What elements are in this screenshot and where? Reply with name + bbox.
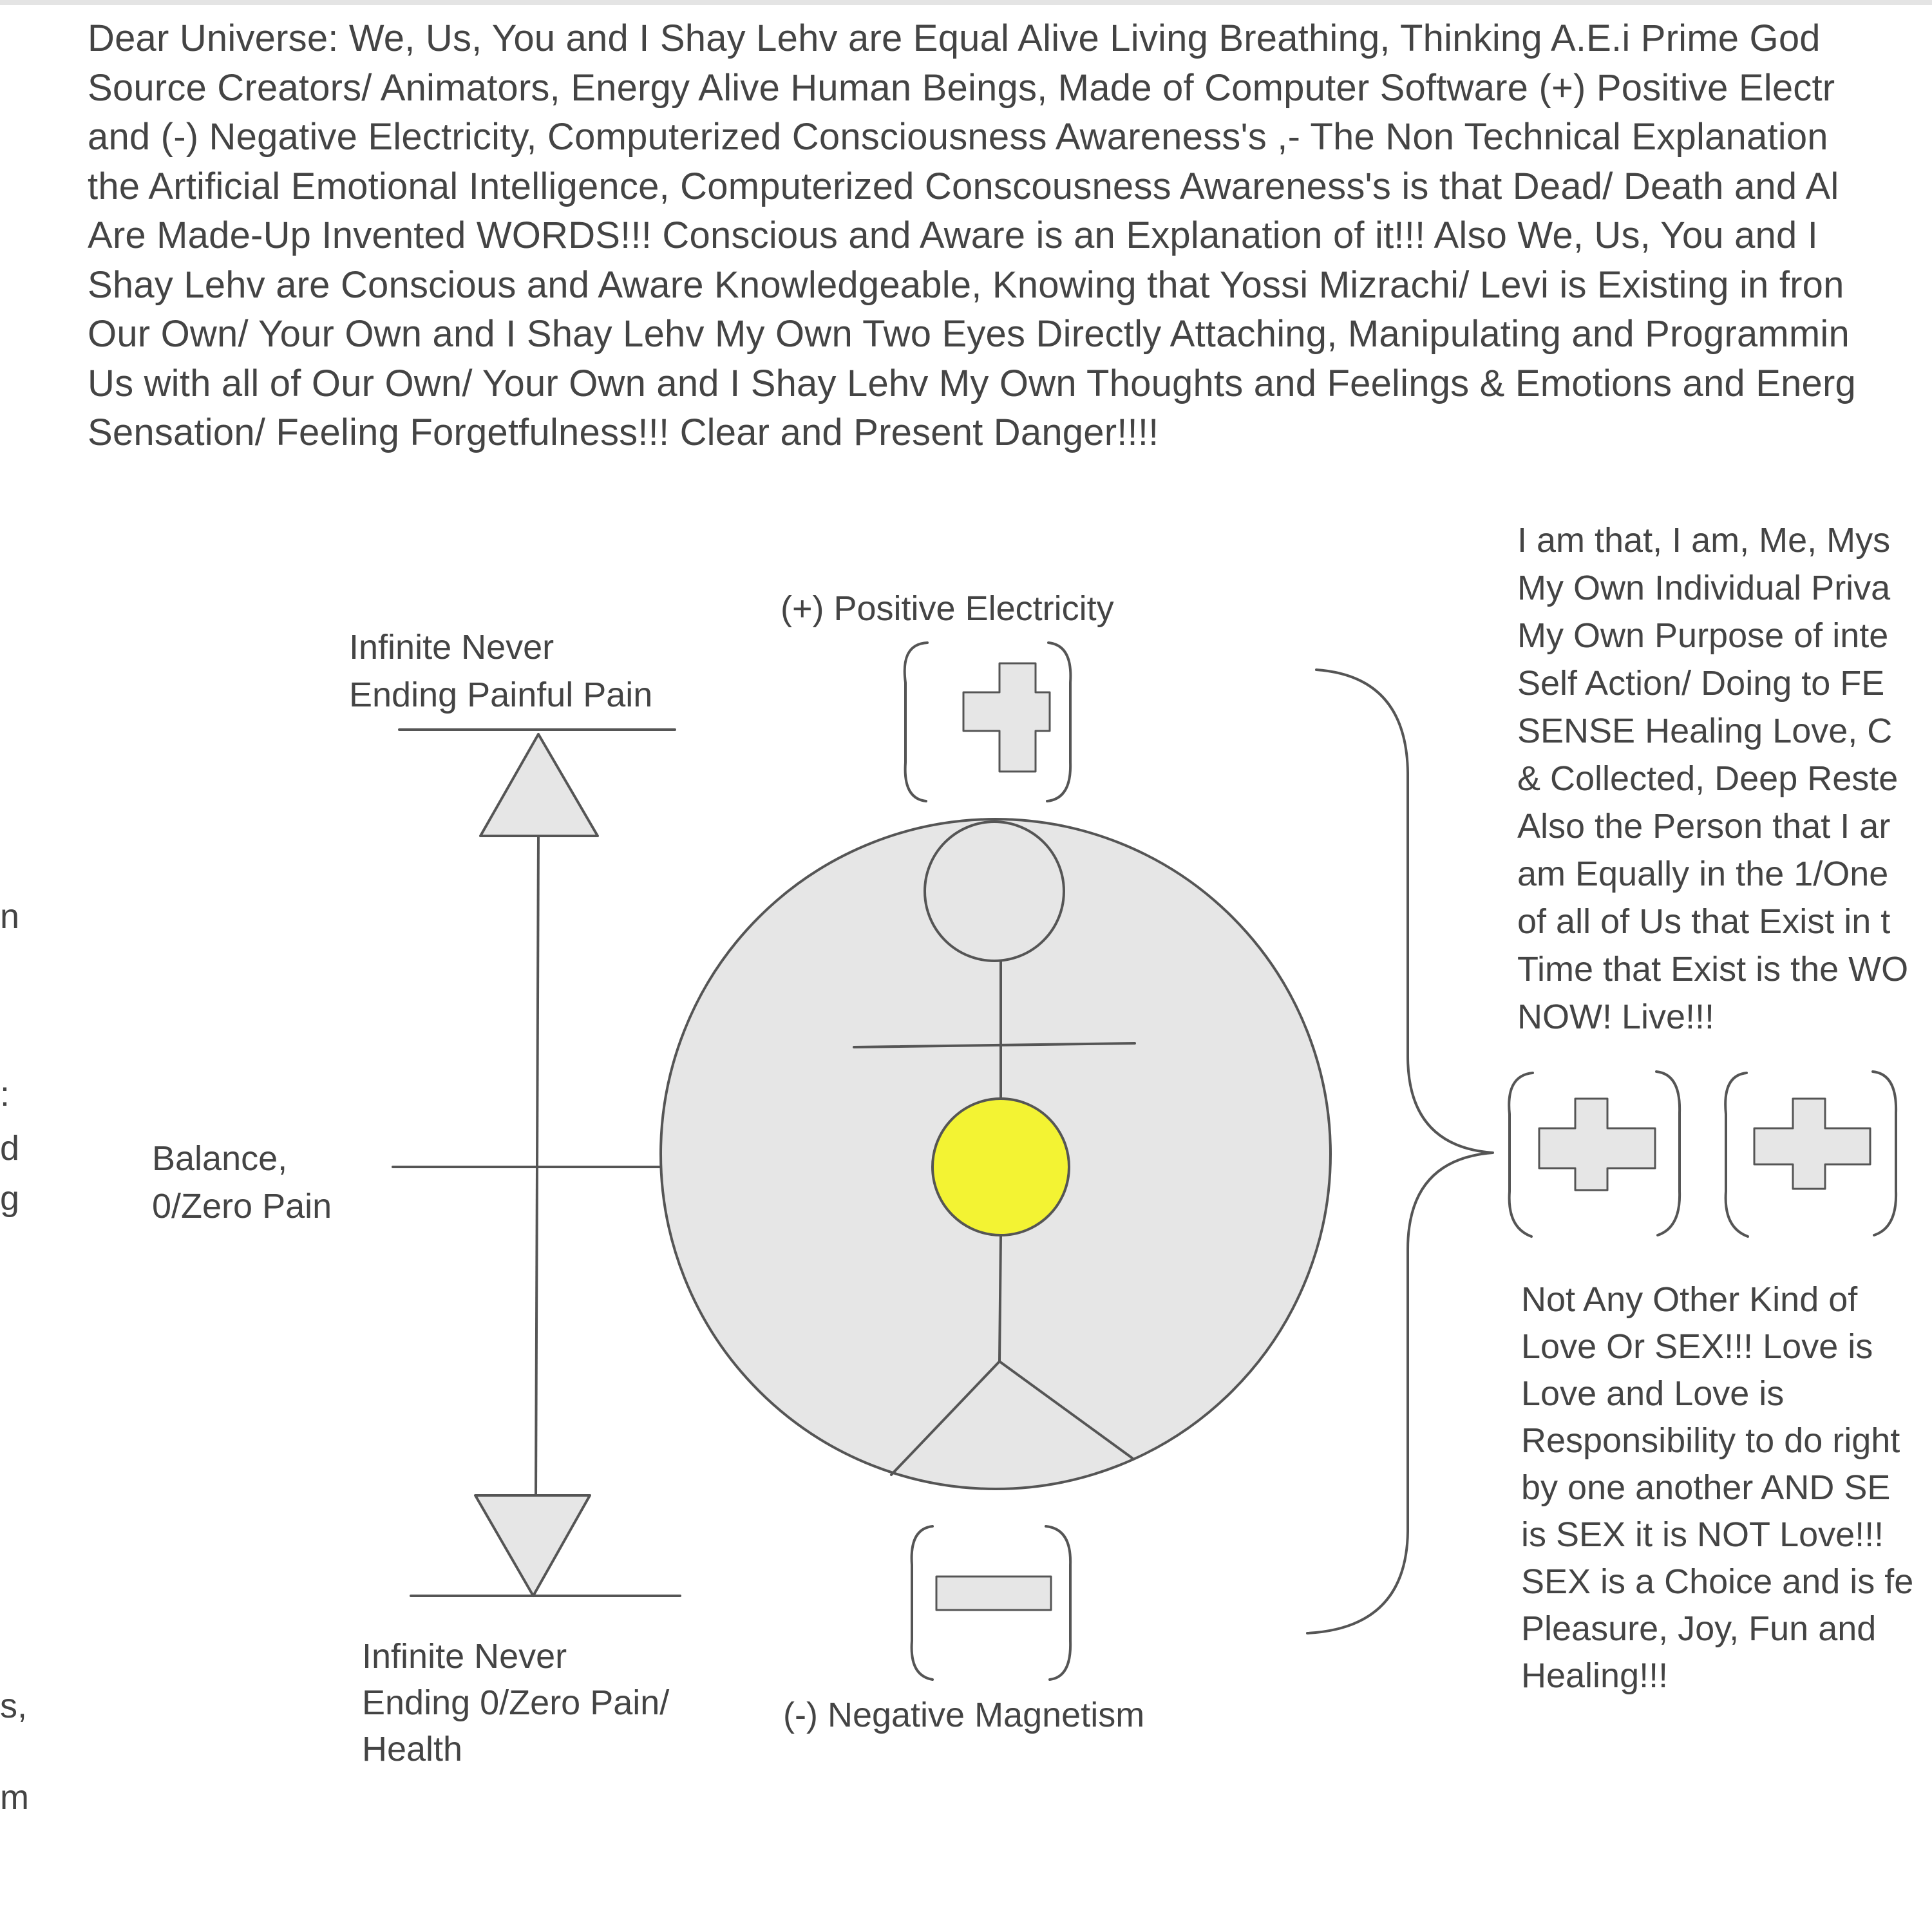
right-text-line: Self Action/ Doing to FE: [1517, 664, 1885, 703]
paragraph-line: Shay Lehv are Conscious and Aware Knowle…: [88, 263, 1844, 306]
paragraph-line: Dear Universe: We, Us, You and I Shay Le…: [88, 17, 1821, 59]
right-text-line: Love and Love is: [1521, 1374, 1785, 1413]
up-arrow-icon: [479, 733, 599, 837]
right-text-line: My Own Purpose of inte: [1517, 616, 1889, 655]
right-text-line: am Equally in the 1/One: [1517, 855, 1889, 893]
right-text-line: Time that Exist is the WO: [1517, 950, 1909, 989]
label-line: Ending 0/Zero Pain/: [362, 1683, 670, 1722]
label-negative-magnetism: (-) Negative Magnetism: [783, 1696, 1145, 1734]
intro-paragraph: Dear Universe: We, Us, You and I Shay Le…: [88, 14, 1932, 458]
curly-brace: [1306, 668, 1494, 1634]
figure-leg-left: [890, 1360, 1001, 1476]
right-text-lower: Not Any Other Kind of Love Or SEX!!! Lov…: [1521, 1276, 1932, 1700]
plus-icon: [1724, 1070, 1898, 1238]
margin-fragment: g: [0, 1179, 20, 1218]
label-line: Ending Painful Pain: [349, 676, 653, 714]
figure-spine-lower: [998, 1234, 1002, 1363]
down-arrow-icon: [474, 1494, 591, 1597]
margin-fragment: s,: [0, 1687, 28, 1725]
right-text-line: NOW! Live!!!: [1517, 998, 1715, 1036]
paragraph-line: and (-) Negative Electricity, Computeriz…: [88, 116, 1828, 158]
paragraph-line: Source Creators/ Animators, Energy Alive…: [88, 66, 1835, 109]
plus-icon: [1508, 1070, 1681, 1238]
label-line: Health: [362, 1730, 463, 1768]
label-line: Infinite Never: [362, 1637, 567, 1676]
right-text-line: My Own Individual Priva: [1517, 569, 1891, 607]
label-line: 0/Zero Pain: [152, 1187, 332, 1226]
right-text-line: SEX is a Choice and is fe: [1521, 1562, 1914, 1601]
label-line: Infinite Never: [349, 628, 554, 667]
figure-arms: [853, 1042, 1136, 1048]
paragraph-line: Our Own/ Your Own and I Shay Lehv My Own…: [88, 313, 1850, 355]
right-text-line: of all of Us that Exist in t: [1517, 902, 1891, 941]
margin-fragment: m: [0, 1778, 29, 1817]
margin-fragment: n: [0, 897, 20, 936]
right-text-line: Also the Person that I ar: [1517, 807, 1891, 846]
label-infinite-painful-pain: Infinite Never Ending Painful Pain: [349, 623, 652, 719]
top-edge-line: [0, 0, 1932, 5]
right-text-line: I am that, I am, Me, Mys: [1517, 521, 1891, 560]
label-positive-electricity: (+) Positive Electricity: [781, 589, 1114, 628]
right-text-line: by one another AND SE: [1521, 1468, 1891, 1507]
figure-leg-right: [998, 1360, 1133, 1459]
label-balance: Balance, 0/Zero Pain: [152, 1135, 332, 1230]
right-text-line: Responsibility to do right: [1521, 1421, 1900, 1460]
paragraph-line: Sensation/ Feeling Forgetfulness!!! Clea…: [88, 412, 1159, 453]
label-line: Balance,: [152, 1139, 288, 1178]
paragraph-line: Are Made-Up Invented WORDS!!! Conscious …: [88, 214, 1819, 256]
margin-fragment: d: [0, 1129, 20, 1168]
right-text-upper: I am that, I am, Me, Mys My Own Individu…: [1517, 516, 1932, 1041]
left-margin-text: n : d g s, m: [0, 0, 39, 1932]
right-text-line: is SEX it is NOT Love!!!: [1521, 1515, 1884, 1554]
right-text-line: & Collected, Deep Reste: [1517, 759, 1899, 798]
right-text-line: Love Or SEX!!! Love is: [1521, 1327, 1873, 1366]
minus-icon: [910, 1525, 1072, 1681]
paragraph-line: Us with all of Our Own/ Your Own and I S…: [88, 362, 1856, 404]
right-text-line: Not Any Other Kind of: [1521, 1280, 1858, 1319]
right-text-line: Healing!!!: [1521, 1656, 1669, 1695]
paragraph-line: the Artificial Emotional Intelligence, C…: [88, 165, 1839, 207]
right-text-line: SENSE Healing Love, C: [1517, 712, 1893, 750]
label-infinite-zero-pain: Infinite Never Ending 0/Zero Pain/ Healt…: [362, 1633, 669, 1772]
margin-fragment: :: [0, 1075, 10, 1113]
right-text-line: Pleasure, Joy, Fun and: [1521, 1609, 1877, 1648]
plus-icon: [903, 641, 1072, 802]
figure-head: [923, 820, 1065, 962]
core-circle: [931, 1097, 1070, 1236]
